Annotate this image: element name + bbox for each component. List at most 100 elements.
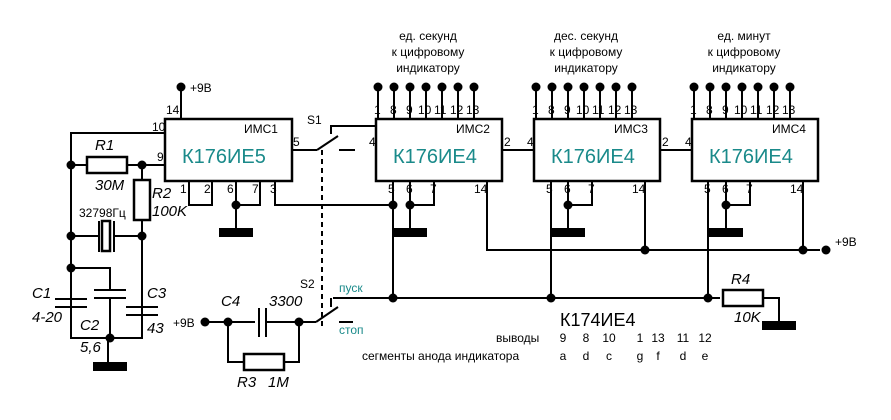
pin-label: 14 (790, 182, 804, 196)
r1-resistor (85, 155, 129, 175)
indicator-output (705, 82, 715, 92)
pin-label: 14 (166, 103, 180, 117)
r4-value: 10K (734, 309, 762, 326)
power-node (821, 245, 831, 255)
indicator-output (753, 82, 763, 92)
indicator-output (689, 82, 699, 92)
indicator-caption: ед. минут (717, 29, 771, 43)
pin-label: 5 (546, 182, 553, 196)
power-node (200, 317, 210, 327)
indicator-caption: к цифровому (392, 45, 465, 59)
switch-s1: S1 (292, 113, 378, 330)
table-segment: c (606, 349, 612, 363)
indicator-output (547, 82, 557, 92)
indicator-caption: к цифровому (550, 45, 623, 59)
ground-symbol (393, 228, 427, 237)
r3-value: 1M (268, 374, 289, 391)
table-segment: f (656, 349, 660, 363)
pin-label: 1 (690, 103, 697, 117)
c4-value: 3300 (269, 293, 303, 310)
pin-label: 10 (734, 103, 748, 117)
crystal-freq: 32798Гц (79, 206, 126, 220)
indicator-output (469, 82, 479, 92)
table-segment: e (702, 349, 709, 363)
table-segment: d (583, 349, 590, 363)
pin-label: 12 (450, 103, 464, 117)
indicator-caption: дес. секунд (554, 29, 618, 43)
indicator-output (405, 82, 415, 92)
ground-symbol (551, 228, 585, 237)
indicator-output (611, 82, 621, 92)
pin-label: 13 (782, 103, 796, 117)
table-pin: 10 (602, 331, 616, 345)
r3-name: R3 (237, 374, 257, 391)
r3-resistor (242, 352, 286, 372)
indicator-output (531, 82, 541, 92)
pin-label: 2 (662, 135, 669, 149)
r4-name: R4 (731, 271, 750, 288)
pin-label: 2 (204, 182, 211, 196)
pin-label: 10 (576, 103, 590, 117)
r2-resistor (132, 178, 152, 222)
pin-label: 1 (532, 103, 539, 117)
indicator-caption: индикатору (554, 61, 618, 75)
r1-name: R1 (95, 137, 114, 154)
c3-name: C3 (147, 285, 167, 302)
pin-label: 6 (227, 182, 234, 196)
pin-label: 9 (722, 103, 729, 117)
power-label: +9В (835, 235, 857, 249)
indicator-output (373, 82, 383, 92)
indicator-output (721, 82, 731, 92)
indicator-output (595, 82, 605, 92)
bus: +9В R4 10K (333, 181, 857, 330)
indicator-output (579, 82, 589, 92)
chip-type: К176ИЕ4 (551, 146, 635, 168)
pin-label: 9 (157, 150, 164, 164)
table-title: К174ИЕ4 (560, 310, 635, 330)
indicator-output (389, 82, 399, 92)
switch-s2: S2 пуск стоп +9В C4 3300 R3 1M (173, 277, 364, 391)
table-pin: 9 (560, 331, 567, 345)
counter-body (690, 117, 820, 183)
indicator-output (785, 82, 795, 92)
ground-symbol (93, 362, 127, 371)
indicator-output (769, 82, 779, 92)
c2-name: C2 (80, 317, 100, 334)
ims1: +9В 14 10 9 5 1 2 6 7 3 ИМС1 К176ИЕ5 (152, 81, 393, 237)
chip-name: ИМС3 (614, 122, 648, 136)
chip-name: ИМС4 (772, 122, 806, 136)
pin-label: 9 (406, 103, 413, 117)
ground-symbol (762, 321, 796, 330)
s2-start-label: пуск (339, 281, 363, 295)
pin-label: 12 (608, 103, 622, 117)
indicator-output (627, 82, 637, 92)
table-pin: 8 (583, 331, 590, 345)
pinout-table: К174ИЕ4 выводы сегменты анода индикатора… (362, 310, 712, 363)
table-row-label: выводы (496, 331, 539, 345)
pin-label: 13 (466, 103, 480, 117)
pin-label: 8 (390, 103, 397, 117)
c2-value: 5,6 (80, 339, 102, 356)
indicator-caption: индикатору (712, 61, 776, 75)
r2-value: 100K (152, 203, 188, 220)
s2-name: S2 (300, 277, 315, 291)
table-row-label: сегменты анода индикатора (362, 349, 519, 363)
c1-name: C1 (32, 285, 51, 302)
power-node (176, 82, 186, 92)
crystal (100, 219, 112, 253)
chip-type: К176ИЕ4 (709, 146, 793, 168)
table-pin: 1 (637, 331, 644, 345)
pin-label: 4 (369, 135, 376, 149)
pin-label: 13 (624, 103, 638, 117)
pin-label: 3 (270, 182, 277, 196)
chip-name: ИМС2 (456, 122, 490, 136)
table-pin: 11 (677, 331, 690, 345)
table-segment: g (637, 349, 644, 363)
pin-label: 14 (474, 182, 488, 196)
r4-resistor (721, 288, 765, 308)
pin-label: 1 (374, 103, 381, 117)
s2-stop-label: стоп (339, 323, 364, 337)
pin-label: 5 (388, 182, 395, 196)
